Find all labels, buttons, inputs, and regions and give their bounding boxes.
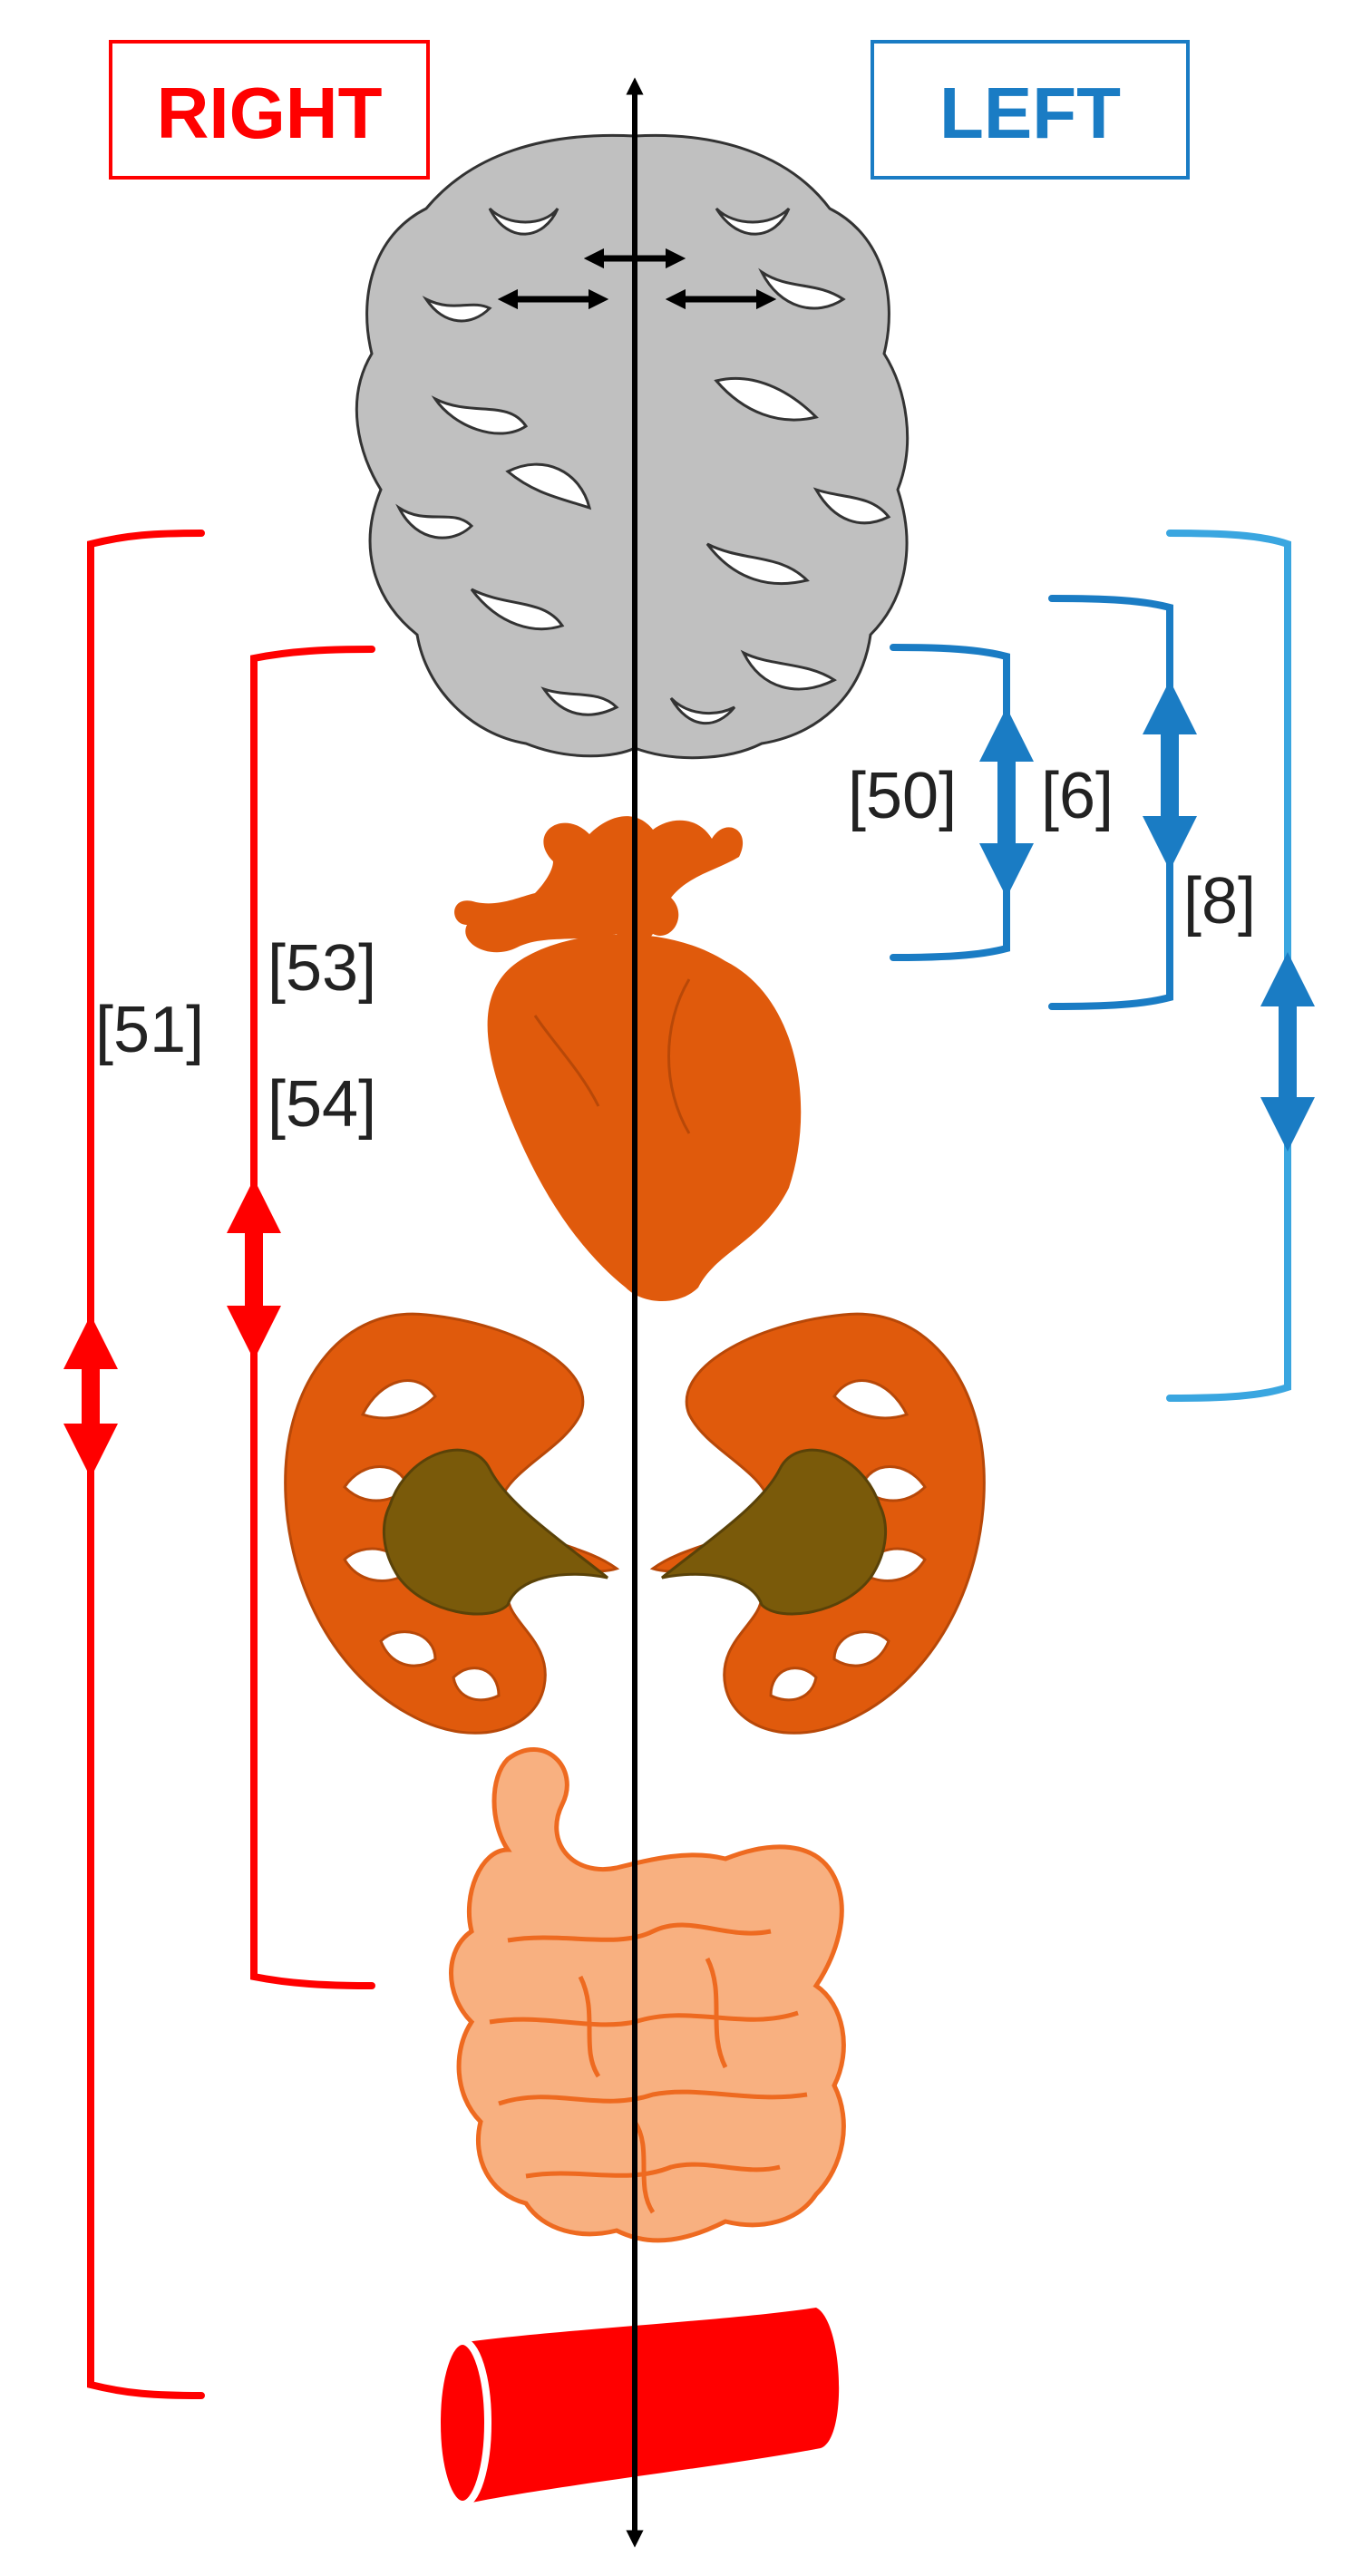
left-50-double-arrow xyxy=(979,707,1034,898)
reference-51: [51] xyxy=(95,994,204,1066)
left-title-box: LEFT xyxy=(871,40,1190,180)
reference-6: [6] xyxy=(1041,760,1114,832)
reference-50: [50] xyxy=(848,760,957,832)
reference-54: [54] xyxy=(268,1068,376,1141)
right-inner-double-arrow xyxy=(227,1179,281,1360)
left-6-double-arrow xyxy=(1143,680,1197,870)
brain-icon xyxy=(355,133,910,760)
left-bracket-8 xyxy=(1166,530,1291,1402)
reference-53: [53] xyxy=(268,932,376,1005)
right-bracket-outer xyxy=(87,530,205,2399)
left-8-double-arrow xyxy=(1260,952,1315,1152)
blood-vessel-icon xyxy=(433,2308,840,2508)
right-title-box: RIGHT xyxy=(109,40,430,180)
kidney-icon xyxy=(284,1312,986,1735)
reference-8: [8] xyxy=(1183,865,1256,938)
left-title: LEFT xyxy=(939,73,1121,153)
intestine-icon xyxy=(449,1747,846,2243)
right-outer-double-arrow xyxy=(63,1315,118,1478)
right-title: RIGHT xyxy=(157,73,383,153)
heart-icon xyxy=(454,816,802,1301)
